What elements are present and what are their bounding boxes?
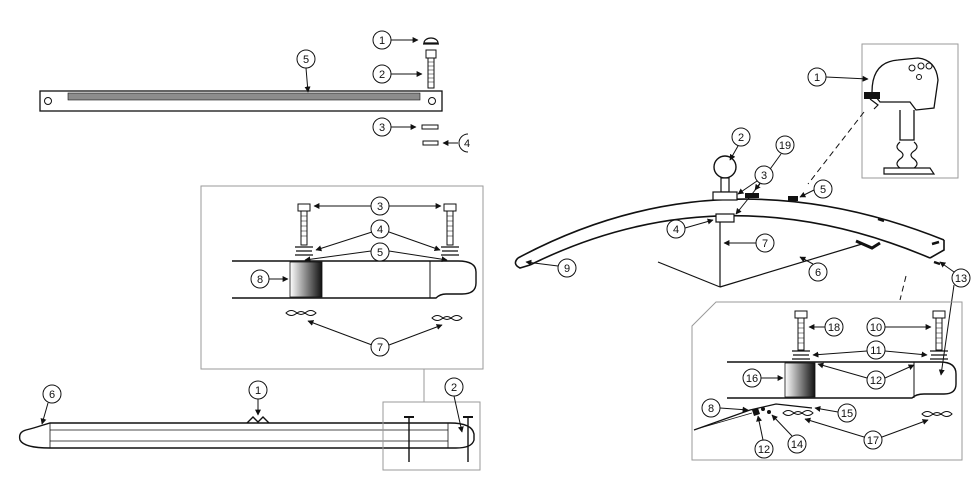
callout-label: 12: [758, 444, 770, 456]
bolt-icon: [404, 416, 473, 462]
clamp-icon: [864, 57, 939, 175]
callout-label: 7: [762, 238, 768, 250]
bolt-icon: [295, 203, 313, 256]
callout-label: 16: [746, 373, 758, 385]
callout-circle: [250, 269, 270, 289]
callout-circle: [808, 262, 828, 282]
callout-circle: [813, 179, 833, 199]
callout-circle: [370, 196, 390, 216]
callout-circle: [370, 337, 390, 357]
spacer-icon: [421, 124, 439, 130]
clip-icon: [921, 411, 953, 417]
bracket-icon: [246, 416, 270, 424]
callout-label: 1: [255, 385, 261, 397]
callout-label: 11: [870, 345, 881, 357]
callout-label: 4: [464, 138, 470, 150]
top-left-assembly: 5 1 2 3 4: [39, 30, 470, 153]
washer-icon: [422, 140, 439, 146]
bottom-left-assembly: 1 6 2: [18, 377, 481, 471]
rail-section: [232, 260, 477, 299]
ball-mount-icon: [712, 155, 798, 223]
right-main-assembly: 2 19 3 5 4 7 6 9 13: [514, 43, 971, 376]
callout-label: 13: [955, 273, 967, 285]
callout-label: 8: [257, 274, 263, 286]
callout-circle: [42, 384, 62, 404]
clip-icon: [431, 315, 463, 321]
callout-label: 6: [49, 389, 55, 401]
callout-label: 19: [779, 140, 791, 152]
callout-circle: [863, 430, 883, 450]
callout-label: 7: [377, 342, 383, 354]
callout-circle: [754, 439, 774, 459]
callout-circle: [370, 219, 390, 239]
callout-label: 3: [379, 122, 385, 134]
callout-label: 9: [564, 263, 570, 275]
clip-icon: [285, 310, 317, 316]
callout-label: 6: [815, 267, 821, 279]
bolt-icon: [792, 310, 810, 360]
arched-frame: [514, 198, 945, 269]
callout-circle: [787, 434, 807, 454]
callout-label: 8: [708, 403, 714, 415]
callout-circle: [866, 370, 886, 390]
callout-circle: [754, 165, 774, 185]
callout-label: 12: [870, 375, 882, 387]
callout-label: 5: [377, 247, 383, 259]
callout-circle: [557, 258, 577, 278]
flat-bar: [39, 90, 443, 112]
callout-label: 17: [867, 435, 879, 447]
cap-icon: [423, 37, 439, 44]
callout-label: 18: [828, 322, 840, 334]
mid-left-detail-panel: 3 4 5 8 7: [200, 185, 484, 402]
callout-label: 10: [870, 322, 882, 334]
rail-section: [727, 361, 957, 399]
callout-label: 2: [379, 69, 385, 81]
callout-label: 1: [379, 35, 385, 47]
long-rail: [18, 422, 475, 449]
hinge-icon: [855, 239, 881, 250]
callout-circle: [666, 219, 686, 239]
callout-circle: [951, 268, 971, 288]
callout-label: 5: [303, 54, 309, 66]
callout-label: 1: [814, 72, 820, 84]
callout-label: 3: [761, 170, 767, 182]
callout-label: 2: [451, 382, 457, 394]
clip-icon: [782, 410, 814, 416]
callout-label: 4: [673, 224, 679, 236]
callout-label: 15: [841, 408, 853, 420]
callout-circle: [837, 403, 857, 423]
bolt-icon: [425, 49, 437, 89]
callout-circle: [458, 133, 469, 153]
callout-circle: [866, 340, 886, 360]
callout-label: 3: [377, 201, 383, 213]
right-detail-panel: 18 10 11 12 16 8 12 14: [691, 301, 963, 461]
callout-label: 5: [820, 184, 826, 196]
bolt-icon: [441, 203, 459, 256]
callout-label: 14: [791, 439, 803, 451]
callout-label: 2: [738, 132, 744, 144]
bolt-icon: [930, 310, 948, 360]
callout-circle: [775, 135, 795, 155]
callout-circle: [731, 127, 751, 147]
callout-circle: [370, 242, 390, 262]
callout-label: 4: [377, 224, 383, 236]
